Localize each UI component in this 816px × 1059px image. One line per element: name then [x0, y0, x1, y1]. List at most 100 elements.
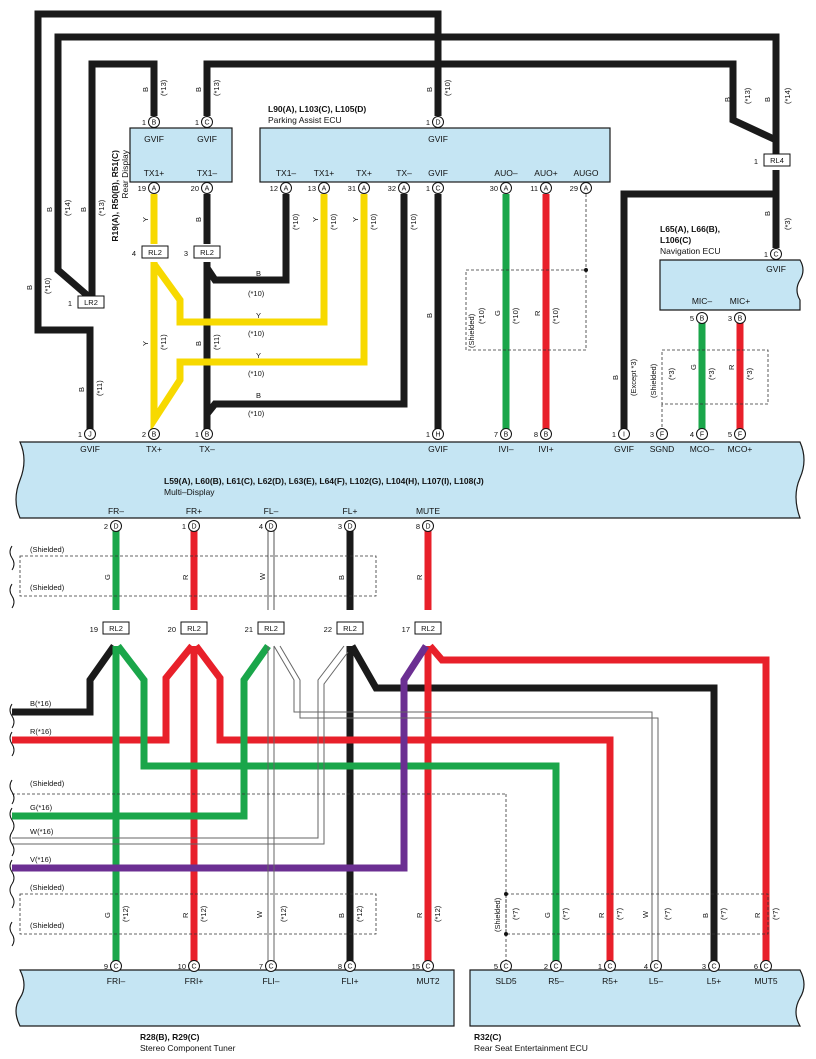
pin-circle	[540, 428, 552, 440]
md-bottom-labels: FR– FR+ FL– FL+ MUTE	[108, 506, 440, 516]
pin-number: 3	[728, 314, 732, 323]
rear-label: SLD5	[495, 976, 517, 986]
pin-circle	[500, 960, 512, 972]
pin-number: 2	[104, 522, 108, 531]
junction-box	[257, 621, 285, 635]
wire-label-b: B	[425, 313, 434, 318]
pin-connector: A	[584, 186, 589, 193]
wire-label-n12: (*12)	[355, 905, 364, 922]
rear-label: L5–	[649, 976, 663, 986]
parking-assist-ecu	[259, 127, 611, 183]
pin-number: 30	[490, 184, 498, 193]
pin-md-top: H1	[426, 428, 444, 440]
md-label: TX–	[199, 444, 215, 454]
rd-label-gvif-b: GVIF	[144, 134, 164, 144]
pin-connector: C	[425, 964, 430, 971]
wire-label-n10: (*10)	[511, 307, 520, 324]
md-codes: L59(A), L60(B), L61(C), L62(D), L63(E), …	[164, 476, 484, 486]
pin-circle	[265, 520, 277, 532]
pin-number: 8	[416, 522, 420, 531]
pin-circle	[422, 520, 434, 532]
pin-circle	[188, 520, 200, 532]
wire-label-except3: (Except *3)	[629, 358, 638, 396]
pin-number: 2	[142, 430, 146, 439]
wire-label-r: R	[415, 912, 424, 918]
pin-circle	[696, 312, 708, 324]
junction-pin: 19	[90, 625, 98, 634]
pa-label: AUO+	[534, 168, 557, 178]
md-name: Multi–Display	[164, 487, 215, 497]
pin-circle	[650, 960, 662, 972]
wire-label-g: G	[689, 364, 698, 370]
pin-connector: C	[503, 964, 508, 971]
pin-connector: I	[623, 432, 625, 439]
pin-rd-tx1m: A20	[191, 182, 213, 194]
pin-circle	[550, 960, 562, 972]
pin-connector: C	[191, 964, 196, 971]
pin-connector: C	[553, 964, 558, 971]
wire-label-n12: (*12)	[433, 905, 442, 922]
pin-md-top: J1	[78, 428, 96, 440]
pin-connector: F	[700, 432, 704, 439]
wire-label-b: B	[141, 87, 150, 92]
pin-circle	[265, 960, 277, 972]
pin-md-bottom: D1	[182, 520, 200, 532]
pin-connector: B	[700, 316, 705, 323]
pin-number: 5	[690, 314, 694, 323]
wire-label-left: W(*16)	[30, 827, 54, 836]
wire-label-n11: (*11)	[95, 380, 104, 396]
wire-label-n13: (*13)	[212, 79, 221, 96]
pin-number: 3	[650, 430, 654, 439]
bottom-white-wires	[12, 645, 659, 962]
wire-label-n10: (*10)	[248, 369, 265, 378]
pin-circle	[358, 182, 370, 194]
shield-dot	[504, 932, 508, 936]
wire-label-n7: (*7)	[615, 907, 624, 920]
wire-label-n12: (*12)	[121, 905, 130, 922]
wire-label-n3: (*3)	[707, 367, 716, 380]
pin-connector: B	[152, 432, 157, 439]
pin-number: 3	[702, 962, 706, 971]
wire-label-n10: (*10)	[248, 289, 265, 298]
wire-label-y: Y	[311, 217, 320, 222]
wire-label-n11: (*11)	[159, 334, 168, 350]
wire-label-b: B	[256, 269, 261, 278]
rear-ecu-name: Rear Seat Entertainment ECU	[474, 1043, 588, 1053]
shield-box-nav	[661, 349, 769, 405]
wire-label-n13: (*13)	[159, 79, 168, 96]
wire-label-n12: (*12)	[199, 905, 208, 922]
md-label: SGND	[650, 444, 675, 454]
pa-label: TX–	[396, 168, 412, 178]
pin-number: 32	[388, 184, 396, 193]
wire-label-b: B	[194, 341, 203, 346]
rd-label-gvif-c: GVIF	[197, 134, 217, 144]
junction-box	[180, 621, 208, 635]
pin-number: 1	[182, 522, 186, 531]
pin-number: 20	[191, 184, 199, 193]
rd-label-tx1p: TX1+	[144, 168, 165, 178]
wire-label-b: B	[723, 97, 732, 102]
pin-connector: C	[607, 964, 612, 971]
pin-circle	[656, 428, 668, 440]
wire-label-n10: (*10)	[477, 307, 486, 324]
junction-lr2: LR2 1	[68, 295, 105, 309]
junction-label: LR2	[84, 298, 98, 307]
rear-ecu-codes: R32(C)	[474, 1032, 502, 1042]
pin-nav-mic-minus: B5	[690, 312, 708, 324]
pin-connector: B	[205, 432, 210, 439]
wire-label-n12: (*12)	[279, 905, 288, 922]
junction-pin: 22	[324, 625, 332, 634]
pin-number: 5	[494, 962, 498, 971]
pin-number: 8	[534, 430, 538, 439]
parking-codes: L90(A), L103(C), L105(D)	[268, 104, 366, 114]
wire-label-w: W	[641, 910, 650, 918]
wire-label-n10: (*10)	[248, 409, 265, 418]
pin-number: 15	[412, 962, 420, 971]
junction-box	[763, 153, 791, 167]
rear-label: MUT5	[754, 976, 777, 986]
tuner-label: MUT2	[416, 976, 439, 986]
pin-connector: C	[773, 252, 778, 259]
pin-circle	[734, 428, 746, 440]
wire-label-n10: (*10)	[551, 307, 560, 324]
pin-circle	[201, 182, 213, 194]
